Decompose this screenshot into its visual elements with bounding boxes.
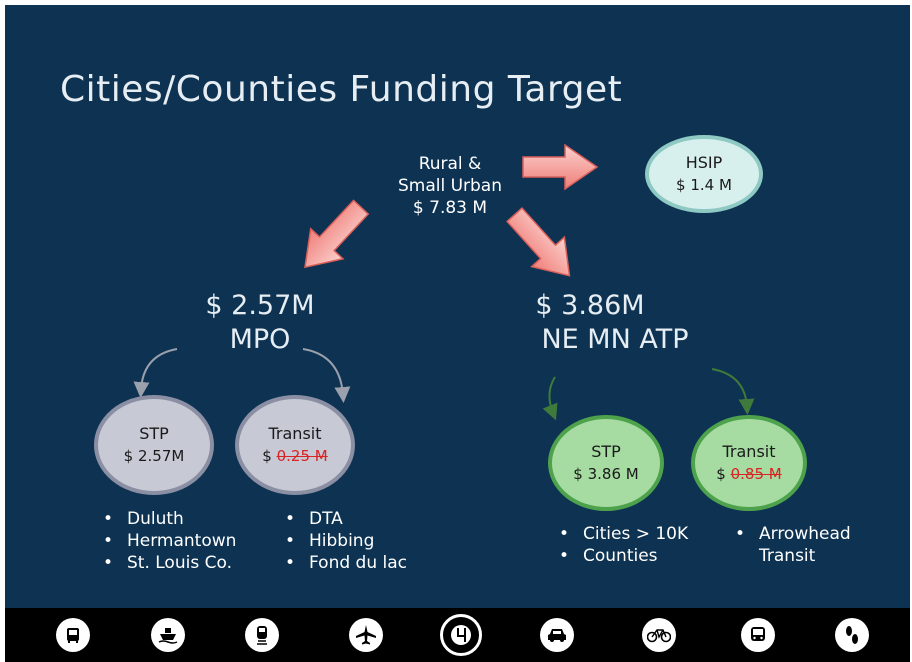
mpo-amount: $ 2.57M — [205, 290, 315, 321]
source-line-1: Rural & — [418, 154, 482, 174]
source-line-2: Small Urban — [397, 176, 503, 196]
footer-icon-bar — [5, 608, 910, 662]
arrow-to-atp — [506, 207, 571, 277]
mpo-transit-list: DTA Hibbing Fond du lac — [281, 508, 407, 574]
mpo-label: MPO — [229, 324, 291, 355]
list-item: Fond du lac — [281, 552, 407, 574]
atp-stp-list: Cities > 10K Counties — [555, 523, 688, 567]
list-item: DTA — [281, 508, 407, 530]
train-icon — [245, 618, 279, 652]
arrow-to-hsip — [522, 143, 599, 191]
atp-transit-label: Transit — [722, 442, 776, 461]
bicycle-icon — [642, 618, 676, 652]
hsip-amount: $ 1.4 M — [676, 176, 732, 194]
mpo-stp-circle: STP $ 2.57M — [94, 395, 214, 495]
hsip-circle: HSIP $ 1.4 M — [645, 135, 763, 213]
atp-stp-circle: STP $ 3.86 M — [548, 415, 664, 511]
mpo-stp-list: Duluth Hermantown St. Louis Co. — [99, 508, 236, 574]
airplane-icon — [349, 618, 383, 652]
mpo-stp-amount: $ 2.57M — [123, 447, 185, 465]
source-funding: Rural & Small Urban $ 7.83 M — [365, 153, 535, 219]
list-item: St. Louis Co. — [99, 552, 236, 574]
transit-bus-icon — [741, 618, 775, 652]
hsip-label: HSIP — [685, 153, 723, 172]
arrow-mpo-to-transit — [302, 348, 351, 403]
list-item: Hibbing — [281, 530, 407, 552]
list-item: Arrowhead Transit — [731, 523, 881, 567]
mpo-transit-label: Transit — [268, 424, 322, 443]
list-item: Cities > 10K — [555, 523, 688, 545]
arrow-mpo-to-stp — [133, 348, 178, 398]
slide: Cities/Counties Funding Target Rural & S… — [5, 5, 910, 662]
atp-label: NE MN ATP — [541, 324, 689, 355]
list-item: Hermantown — [99, 530, 236, 552]
atp-transit-amount: $ 0.85 M — [716, 463, 781, 485]
mpo-stp-label: STP — [139, 424, 169, 443]
atp-stp-amount: $ 3.86 M — [573, 465, 639, 483]
atp-transit-prefix: $ — [716, 465, 726, 483]
arrow-to-mpo — [304, 199, 370, 269]
mpo-transit-prefix: $ — [262, 447, 272, 465]
ship-icon — [151, 618, 185, 652]
source-line-3: $ 7.83 M — [412, 198, 488, 218]
arrow-atp-to-stp — [542, 376, 558, 421]
list-item: Counties — [555, 545, 688, 567]
atp-transit-struck-amount: 0.85 M — [730, 465, 782, 483]
atp-amount: $ 3.86M — [535, 290, 645, 321]
atp-stp-label: STP — [591, 442, 621, 461]
bus-front-icon — [56, 618, 90, 652]
atp-transit-circle: Transit $ 0.85 M — [691, 415, 807, 511]
mndot-seal-icon — [440, 614, 482, 656]
arrow-atp-to-transit — [711, 368, 755, 415]
car-icon — [540, 618, 574, 652]
slide-title: Cities/Counties Funding Target — [60, 69, 623, 110]
arrow-layer — [133, 143, 755, 421]
mpo-transit-circle: Transit $ 0.25 M — [235, 395, 355, 495]
pedestrian-icon — [835, 618, 869, 652]
mpo-transit-amount: $ 0.25 M — [262, 445, 327, 467]
mpo-transit-struck-amount: 0.25 M — [276, 447, 328, 465]
list-item: Duluth — [99, 508, 236, 530]
atp-transit-list: Arrowhead Transit — [731, 523, 881, 567]
